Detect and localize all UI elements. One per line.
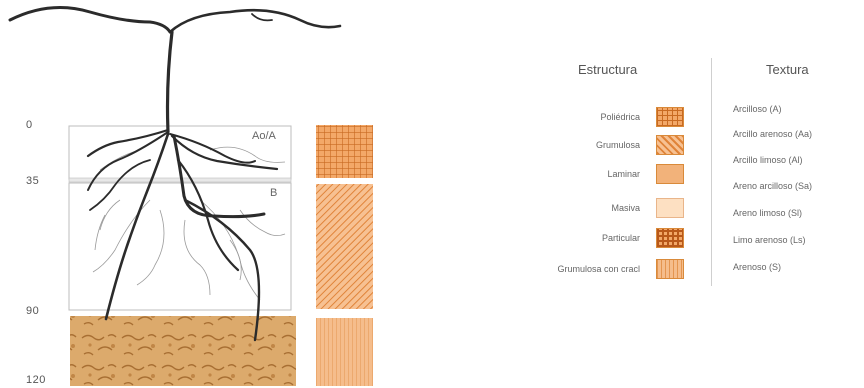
column-grumulosa xyxy=(316,184,373,309)
structure-title: Estructura xyxy=(578,62,637,77)
legend-divider xyxy=(711,58,712,286)
structure-label: Grumulosa xyxy=(540,140,640,150)
depth-label: 0 xyxy=(26,119,33,131)
texture-item: Arcilloso (A) xyxy=(733,104,782,114)
structure-swatch-light xyxy=(656,198,684,218)
texture-item: Areno limoso (Sl) xyxy=(733,208,802,218)
texture-title: Textura xyxy=(766,62,809,77)
structure-label: Particular xyxy=(540,233,640,243)
texture-item: Arcillo arenoso (Aa) xyxy=(733,129,812,139)
structure-label: Poliédrica xyxy=(540,112,640,122)
structure-label: Laminar xyxy=(540,169,640,179)
structure-swatch-vertical xyxy=(656,259,684,279)
texture-item: Limo arenoso (Ls) xyxy=(733,235,806,245)
horizon-b-box xyxy=(69,183,291,310)
structure-label: Masiva xyxy=(540,203,640,213)
texture-item: Areno arcilloso (Sa) xyxy=(733,181,812,191)
depth-label: 90 xyxy=(26,305,39,317)
horizon-label: Ao/A xyxy=(252,130,276,142)
structure-swatch-grid xyxy=(656,107,684,127)
structure-swatch-plain xyxy=(656,164,684,184)
column-cracl xyxy=(316,318,373,386)
structure-swatch-diagonal xyxy=(656,135,684,155)
column-poliedrica xyxy=(316,125,373,178)
texture-item: Arenoso (S) xyxy=(733,262,781,272)
depth-label: 35 xyxy=(26,175,39,187)
horizon-label: B xyxy=(270,187,277,199)
texture-item: Arcillo limoso (Al) xyxy=(733,155,803,165)
depth-label: 120 xyxy=(26,374,46,386)
structure-swatch-dots xyxy=(656,228,684,248)
structure-label: Grumulosa con cracl xyxy=(490,264,640,274)
horizon-c-soil xyxy=(70,316,296,386)
